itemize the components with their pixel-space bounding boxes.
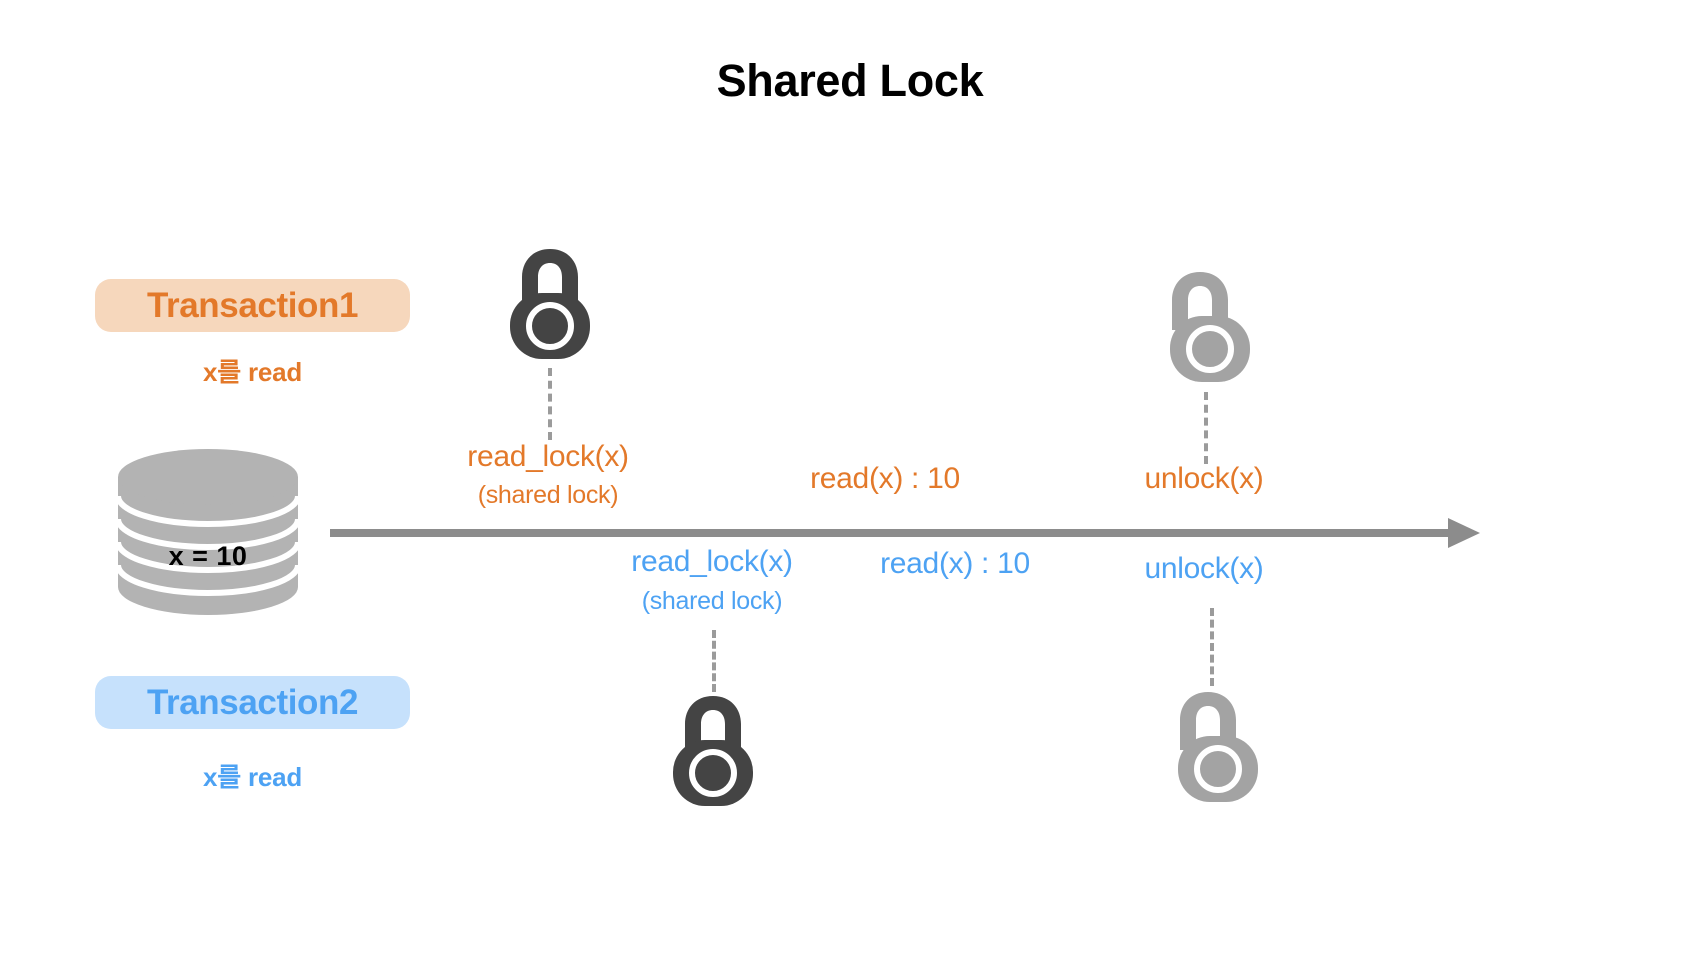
- closed-padlock-icon: [673, 696, 753, 806]
- open-padlock-icon: [1178, 692, 1258, 802]
- transaction2-badge: Transaction2: [95, 676, 410, 729]
- transaction1-read-lock-label: read_lock(x): [467, 440, 629, 473]
- connector-dashed-line: [712, 630, 716, 692]
- transaction1-badge-label: Transaction1: [146, 285, 359, 325]
- transaction2-read-lock-sublabel: (shared lock): [641, 587, 783, 615]
- transaction2-read-lock-label: read_lock(x): [631, 545, 793, 578]
- transaction1-read-label: read(x) : 10: [810, 462, 960, 495]
- database-value-label: x = 10: [168, 541, 248, 571]
- timeline-right-arrow-icon: [330, 518, 1480, 548]
- connector-dashed-line: [1210, 608, 1214, 686]
- connector-dashed-line: [1204, 392, 1208, 464]
- transaction2-sublabel: x를 read: [202, 762, 303, 792]
- transaction2-unlock-label: unlock(x): [1144, 552, 1264, 585]
- transaction1-unlock-label: unlock(x): [1144, 462, 1264, 495]
- transaction2-read-label: read(x) : 10: [880, 547, 1030, 580]
- transaction1-read-lock-sublabel: (shared lock): [477, 481, 619, 509]
- connector-dashed-line: [548, 368, 552, 440]
- transaction2-badge-label: Transaction2: [146, 682, 359, 722]
- closed-padlock-icon: [510, 249, 590, 359]
- open-padlock-icon: [1170, 272, 1250, 382]
- page-title: Shared Lock: [716, 55, 984, 106]
- transaction1-sublabel: x를 read: [202, 357, 303, 387]
- database-cylinder-icon: [118, 449, 298, 615]
- transaction1-badge: Transaction1: [95, 279, 410, 332]
